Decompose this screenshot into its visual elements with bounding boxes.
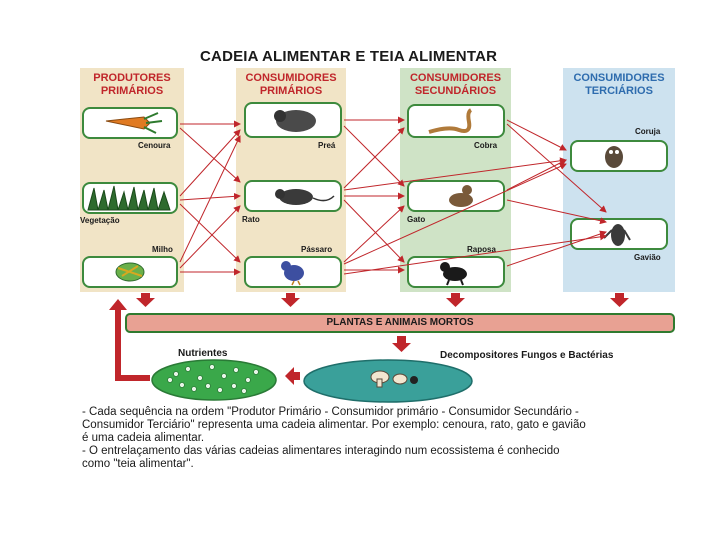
- decomposers-label: Decompositores Fungos e Bactérias: [440, 350, 614, 361]
- label-passaro: Pássaro: [301, 245, 333, 254]
- rat-icon: [275, 189, 335, 205]
- box-passaro: [244, 256, 342, 288]
- corn-icon: [115, 262, 145, 282]
- grass-icon: [87, 185, 171, 211]
- nutrients-ellipse: [151, 359, 277, 401]
- column-heading-produtores: PRODUTORES PRIMÁRIOS: [93, 72, 171, 97]
- box-rato: [244, 180, 342, 212]
- column-produtores: PRODUTORES PRIMÁRIOS: [80, 68, 184, 292]
- label-coruja: Coruja: [635, 127, 661, 136]
- down-arrows: [109, 293, 629, 385]
- column-heading-terciarios: CONSUMIDORES TERCIÁRIOS: [573, 72, 665, 97]
- note-line-3: é uma cadeia alimentar.: [82, 432, 205, 444]
- label-rato: Rato: [242, 215, 260, 224]
- label-vegetacao: Vegetação: [80, 216, 120, 225]
- box-cenoura: [82, 107, 178, 139]
- nutrients-label: Nutrientes: [178, 348, 228, 359]
- box-prea: [244, 102, 342, 138]
- column-heading-secundarios: CONSUMIDORES SECUNDÁRIOS: [409, 72, 502, 97]
- box-cobra: [407, 104, 505, 138]
- box-vegetacao: [82, 182, 178, 214]
- note-line-1: - Cada sequência na ordem "Produtor Prim…: [82, 406, 579, 418]
- box-gato: [407, 180, 505, 212]
- nutrient-particles: [167, 364, 259, 394]
- decomposers-ellipse: [303, 359, 473, 403]
- label-gaviao: Gavião: [634, 253, 661, 262]
- mushroom-icon: [370, 370, 418, 388]
- owl-icon: [605, 146, 623, 168]
- note-line-4: - O entrelaçamento das várias cadeias al…: [82, 445, 560, 457]
- carrot-icon: [105, 112, 163, 134]
- box-milho: [82, 256, 178, 288]
- hawk-icon: [603, 224, 631, 246]
- cat-icon: [449, 185, 473, 207]
- label-milho: Milho: [152, 245, 173, 254]
- note-line-5: como "teia alimentar".: [82, 458, 194, 470]
- fox-icon: [440, 262, 467, 286]
- snake-icon: [428, 108, 473, 134]
- label-raposa: Raposa: [467, 245, 496, 254]
- label-gato: Gato: [407, 215, 426, 224]
- explanation-note: - Cada sequência na ordem "Produtor Prim…: [82, 406, 682, 471]
- dead-matter-bar: PLANTAS E ANIMAIS MORTOS: [125, 313, 675, 333]
- guinea-pig-icon: [274, 110, 316, 132]
- bird-icon: [281, 261, 304, 286]
- label-prea: Preá: [318, 141, 336, 150]
- label-cobra: Cobra: [474, 141, 498, 150]
- box-coruja: [570, 140, 668, 172]
- box-gaviao: [570, 218, 668, 250]
- diagram-title: CADEIA ALIMENTAR E TEIA ALIMENTAR: [200, 48, 498, 65]
- box-raposa: [407, 256, 505, 288]
- column-consumidores-terciarios: CONSUMIDORES TERCIÁRIOS: [563, 68, 675, 292]
- note-line-2: Consumidor Terciário" representa uma cad…: [82, 419, 586, 431]
- label-cenoura: Cenoura: [138, 141, 171, 150]
- column-heading-primarios: CONSUMIDORES PRIMÁRIOS: [245, 72, 337, 97]
